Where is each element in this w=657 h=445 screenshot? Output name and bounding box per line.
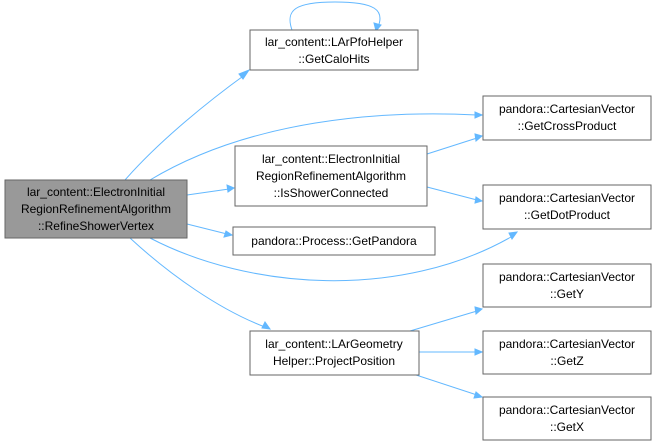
node-label-line: lar_content::LArGeometry [265, 337, 402, 351]
edge-root-to-isshowerconnected [186, 188, 230, 196]
edge-isshowerconnected-to-getdotproduct [426, 186, 478, 201]
edge-isshowerconnected-to-getcrossproduct [426, 137, 478, 155]
node-box [249, 29, 419, 71]
arrowhead [474, 133, 484, 142]
node-label-line: RegionRefinementAlgorithm [21, 202, 171, 216]
node-label-line: ::RefineShowerVertex [38, 219, 154, 233]
node-label-line: Helper::ProjectPosition [273, 354, 395, 368]
node-get-calo-hits[interactable]: lar_content::LArPfoHelper ::GetCaloHits [249, 29, 419, 71]
node-label-line: pandora::CartesianVector [499, 270, 635, 284]
arrowhead [474, 196, 484, 204]
edge-root-to-getpandora [186, 223, 228, 235]
node-get-cross-product[interactable]: pandora::CartesianVector ::GetCrossProdu… [482, 95, 652, 141]
node-get-z[interactable]: pandora::CartesianVector ::GetZ [482, 330, 652, 375]
node-label-line: pandora::CartesianVector [499, 403, 635, 417]
node-label-line: ::GetCrossProduct [518, 119, 617, 133]
edge-getcalohits-self-loop [289, 1, 381, 31]
arrowhead [226, 184, 236, 193]
edge-projectposition-to-gety [409, 310, 478, 332]
node-label-line: ::GetX [550, 420, 584, 434]
arrowhead [474, 111, 484, 119]
node-label-line: RegionRefinementAlgorithm [256, 169, 406, 183]
node-project-position[interactable]: lar_content::LArGeometry Helper::Project… [249, 330, 420, 376]
arrowhead [508, 231, 519, 240]
node-label-line: pandora::CartesianVector [499, 337, 635, 351]
node-box [482, 263, 652, 308]
node-label-line: pandora::CartesianVector [499, 191, 635, 205]
node-get-y[interactable]: pandora::CartesianVector ::GetY [482, 263, 652, 308]
node-box [234, 145, 428, 207]
node-label-line: lar_content::ElectronInitial [27, 185, 165, 199]
node-box [249, 330, 420, 376]
arrowhead [238, 68, 251, 80]
node-is-shower-connected[interactable]: lar_content::ElectronInitial RegionRefin… [234, 145, 428, 207]
node-get-pandora[interactable]: pandora::Process::GetPandora [232, 226, 436, 256]
edge-projectposition-to-getx [409, 372, 478, 396]
node-get-dot-product[interactable]: pandora::CartesianVector ::GetDotProduct [482, 184, 652, 230]
arrowhead [373, 22, 382, 33]
edge-root-to-getcrossproduct [149, 113, 478, 181]
node-label-line: lar_content::LArPfoHelper [265, 35, 403, 49]
arrowhead [223, 230, 234, 238]
node-box [482, 95, 652, 141]
edge-root-to-getdotproduct [149, 236, 512, 282]
node-box [482, 396, 652, 441]
node-box [4, 179, 188, 239]
arrowhead [474, 348, 484, 356]
node-label-line: ::GetY [550, 287, 584, 301]
edge-root-to-projectposition [129, 237, 266, 328]
arrowhead [473, 391, 484, 399]
node-label-line: ::GetZ [550, 354, 583, 368]
node-refine-shower-vertex[interactable]: lar_content::ElectronInitial RegionRefin… [4, 179, 188, 239]
arrowhead [261, 321, 272, 330]
node-label-line: ::GetCaloHits [298, 52, 369, 66]
node-label-line: lar_content::ElectronInitial [262, 152, 400, 166]
arrowhead [474, 306, 484, 315]
node-label-line: pandora::CartesianVector [499, 102, 635, 116]
node-label-line: ::IsShowerConnected [274, 186, 389, 200]
node-box [482, 330, 652, 375]
node-label-line: pandora::Process::GetPandora [251, 234, 417, 248]
edge-root-to-getcalohits [124, 73, 247, 181]
node-box [482, 184, 652, 230]
edges [124, 1, 519, 399]
node-get-x[interactable]: pandora::CartesianVector ::GetX [482, 396, 652, 441]
node-box [232, 226, 436, 256]
node-label-line: ::GetDotProduct [524, 208, 611, 222]
